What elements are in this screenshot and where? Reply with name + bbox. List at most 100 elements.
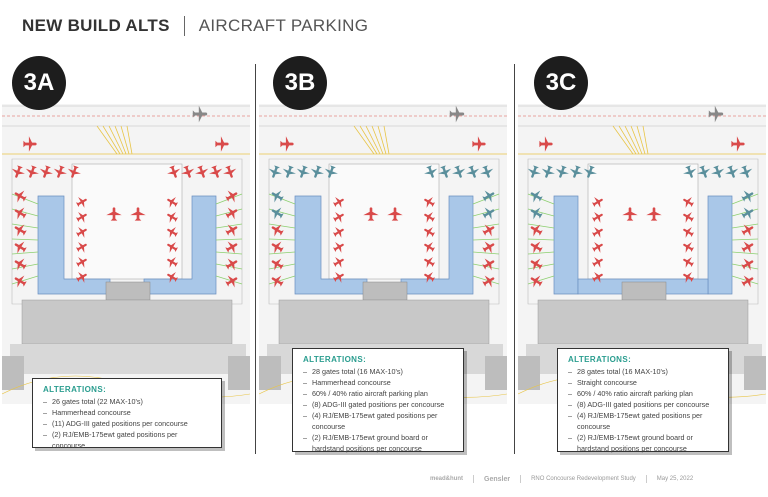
lead-in-line	[11, 223, 39, 229]
central-apron	[71, 163, 183, 280]
list-item: Straight concourse	[568, 377, 718, 388]
apron-outline	[268, 158, 500, 305]
taxi-centerline	[630, 125, 643, 155]
parking-structure	[744, 356, 766, 390]
footer-divider	[473, 475, 474, 483]
aircraft-icon	[527, 165, 541, 178]
aircraft-icon	[23, 136, 37, 152]
aircraft-icon	[195, 165, 209, 178]
list-item: Hammerhead concourse	[43, 407, 211, 418]
aircraft-icon	[181, 165, 195, 178]
concourse-west	[37, 195, 111, 295]
aircraft-icon	[363, 207, 379, 221]
aircraft-icon	[53, 165, 67, 178]
page-subtitle: AIRCRAFT PARKING	[198, 16, 369, 35]
aircraft-icon	[282, 165, 296, 178]
parking-structure	[518, 356, 540, 390]
footer-date: May 25, 2022	[656, 476, 694, 482]
lead-in-line	[215, 208, 243, 217]
lead-in-line	[268, 223, 296, 229]
list-item: (2) RJ/EMB-175ewt ground board or hardst…	[303, 432, 453, 454]
alterations-list: 26 gates total (22 MAX-10's) Hammerhead …	[43, 396, 211, 451]
aircraft-icon	[268, 165, 282, 178]
lead-in-line	[527, 238, 555, 241]
aircraft-icon	[67, 165, 81, 178]
apron-outline	[11, 158, 243, 305]
taxi-centerline	[126, 125, 133, 155]
aircraft-icon	[480, 165, 494, 178]
concourse-west	[294, 195, 368, 295]
central-apron	[587, 163, 699, 280]
lead-in-line	[472, 251, 500, 255]
aircraft-icon	[75, 256, 87, 268]
aircraft-icon	[280, 136, 294, 152]
aircraft-icon	[11, 165, 25, 178]
aircraft-icon	[167, 211, 179, 223]
footer-brand-meadhunt: mead&hunt	[430, 476, 463, 482]
taxi-centerline	[383, 125, 390, 155]
alterations-box-3c: ALTERATIONS: 28 gates total (16 MAX-10's…	[557, 348, 729, 454]
lead-in-line	[731, 251, 759, 255]
footer-study-title: RNO Concourse Redevelopment Study	[531, 476, 636, 482]
lead-in-line	[215, 238, 243, 241]
lead-in-line	[11, 238, 39, 241]
lead-in-line	[11, 251, 39, 255]
alterations-box-3a: ALTERATIONS: 26 gates total (22 MAX-10's…	[32, 378, 222, 451]
lead-in-line	[472, 238, 500, 241]
list-item: (2) RJ/EMB-175ewt gated positions per co…	[43, 429, 211, 451]
list-item: 26 gates total (22 MAX-10's)	[43, 396, 211, 407]
concourse-east	[707, 195, 733, 295]
aircraft-icon	[472, 136, 486, 152]
taxi-centerline	[612, 125, 634, 155]
aircraft-icon	[324, 165, 338, 178]
lead-in-line	[472, 208, 500, 217]
list-item: (8) ADG-III gated positions per concours…	[568, 399, 718, 410]
aircraft-icon	[583, 165, 597, 178]
taxi-centerline	[114, 125, 127, 155]
lead-in-line	[215, 251, 243, 255]
alterations-title: ALTERATIONS:	[43, 385, 107, 394]
list-item: (4) RJ/EMB-175ewt gated positions per co…	[568, 410, 718, 432]
taxi-centerline	[108, 125, 124, 155]
list-item: (4) RJ/EMB-175ewt gated positions per co…	[303, 410, 453, 432]
footer: mead&hunt Gensler RNO Concourse Redevelo…	[430, 472, 693, 486]
aircraft-icon	[223, 165, 237, 178]
aircraft-icon	[209, 165, 223, 178]
central-apron	[328, 163, 440, 280]
aircraft-icon	[683, 165, 697, 178]
terminal-building	[362, 281, 408, 301]
terminal-building	[105, 281, 151, 301]
aircraft-icon	[167, 196, 179, 208]
footer-divider	[645, 475, 647, 483]
taxi-centerline	[96, 125, 118, 155]
lead-in-line	[215, 275, 243, 285]
taxi-centerline	[365, 125, 381, 155]
parking-structure	[259, 356, 281, 390]
aircraft-icon	[167, 165, 181, 178]
title-divider	[183, 16, 185, 36]
aircraft-icon	[39, 165, 53, 178]
alterations-list: 28 gates total (16 MAX-10's) Straight co…	[568, 366, 718, 454]
aircraft-icon	[711, 165, 725, 178]
taxi-centerline	[120, 125, 130, 155]
terminal-complex	[278, 299, 490, 345]
aircraft-icon	[739, 165, 753, 178]
taxi-centerline	[618, 125, 637, 155]
aircraft-icon	[75, 196, 87, 208]
lead-in-line	[527, 223, 555, 229]
taxi-centerline	[353, 125, 375, 155]
aircraft-icon	[167, 241, 179, 253]
aircraft-icon	[296, 165, 310, 178]
list-item: 28 gates total (16 MAX-10's)	[303, 366, 453, 377]
aircraft-icon	[449, 105, 465, 123]
lead-in-line	[11, 275, 39, 285]
taxi-centerline	[642, 125, 649, 155]
aircraft-icon	[310, 165, 324, 178]
aircraft-icon	[452, 165, 466, 178]
aircraft-icon	[424, 165, 438, 178]
site-plan-3a	[2, 104, 250, 404]
taxi-centerline	[624, 125, 640, 155]
aircraft-icon	[130, 207, 146, 221]
aircraft-icon	[387, 207, 403, 221]
aircraft-icon	[708, 105, 724, 123]
